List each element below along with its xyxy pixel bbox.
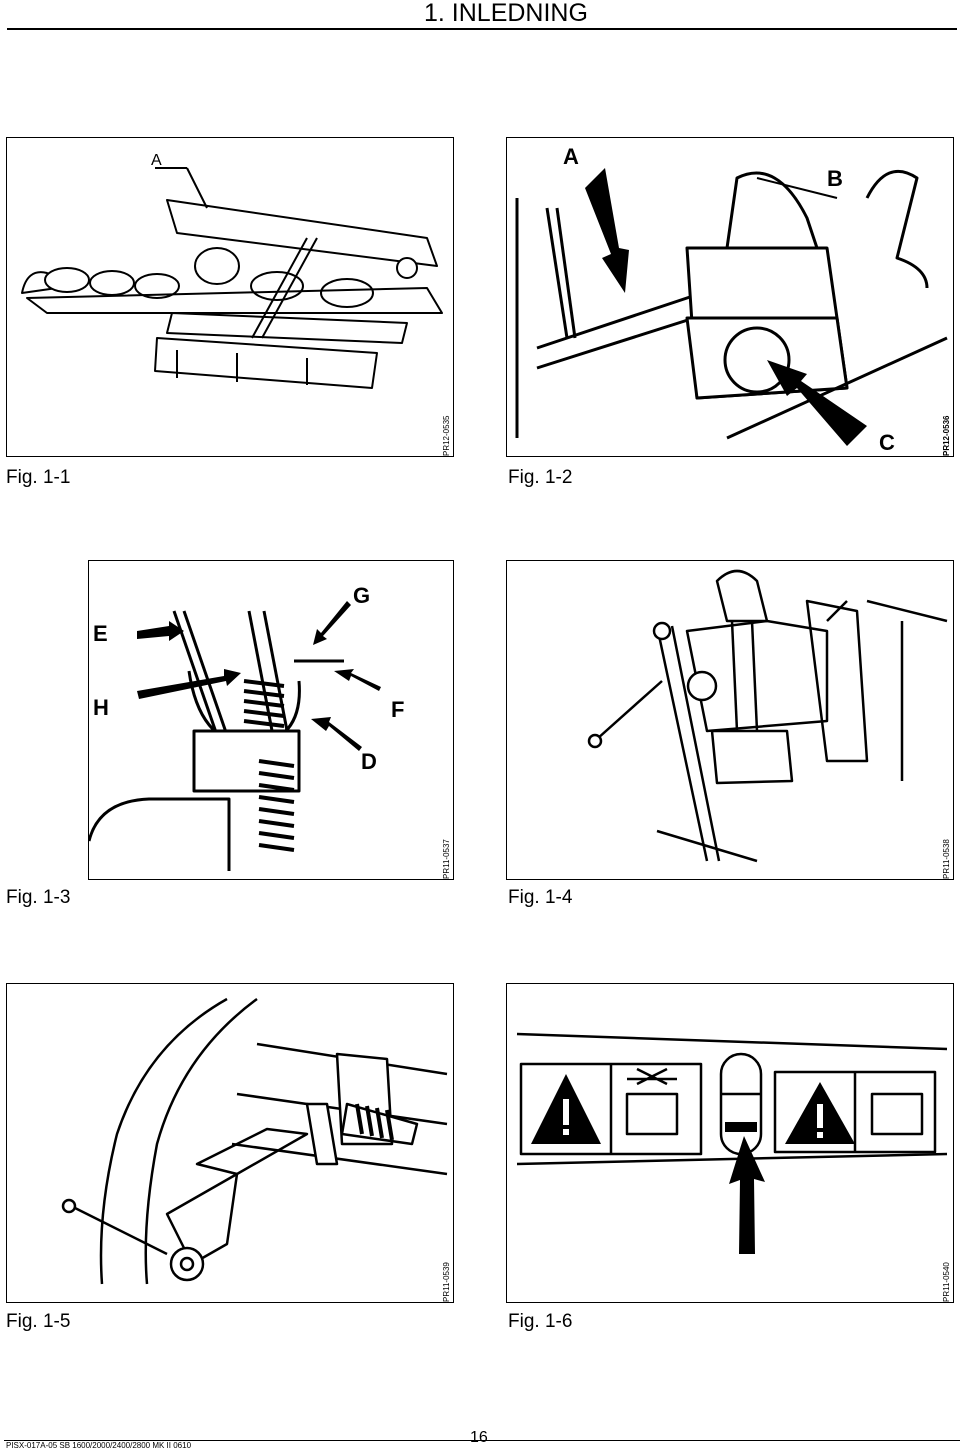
figure-1-2-label-c: C [879, 430, 895, 455]
figure-1-5: PR11-0539 [6, 983, 454, 1303]
figure-1-2: A B C PR12-0536 [506, 137, 954, 457]
figure-1-6: PR11-0540 [506, 983, 954, 1303]
figure-1-3-caption: Fig. 1-3 [6, 887, 71, 908]
figure-1-6-drawing [516, 1032, 948, 1254]
figure-1-1-drawing [21, 167, 443, 389]
figure-1-3-label-h: H [93, 695, 109, 720]
figure-1-4: PR11-0538 [506, 560, 954, 880]
figure-1-2-drawing [515, 168, 948, 446]
figure-1-4-code: PR11-0538 [942, 839, 951, 879]
figure-1-2-code: PR12-0536 [942, 415, 951, 456]
page-title: 1. INLEDNING [424, 0, 588, 27]
figure-1-1-caption: Fig. 1-1 [6, 467, 71, 488]
figure-1-3-code: PR11-0537 [442, 839, 451, 879]
figure-1-3-label-g: G [353, 583, 371, 608]
figure-1-3: E G H F D PR11-0537 [88, 560, 454, 880]
figure-1-2-label-b: B [827, 166, 843, 191]
figure-1-5-code: PR11-0539 [442, 1262, 451, 1302]
figure-1-5-drawing [61, 997, 448, 1285]
figure-1-2-label-a: A [563, 144, 579, 169]
figure-1-4-caption: Fig. 1-4 [508, 887, 573, 908]
footer-page-number: 16 [470, 1429, 488, 1446]
figure-1-3-label-f: F [391, 697, 405, 722]
header-rule [7, 28, 957, 30]
figure-1-4-drawing [587, 569, 948, 863]
footer-doc-id: PISX-017A-05 SB 1600/2000/2400/2800 MK I… [6, 1441, 192, 1450]
figure-1-1-label-a: A [151, 152, 162, 169]
figure-1-1: A PR12-0535 [6, 137, 454, 457]
figure-1-5-caption: Fig. 1-5 [6, 1311, 71, 1332]
figure-1-3-label-e: E [93, 621, 108, 646]
figure-1-6-caption: Fig. 1-6 [508, 1311, 573, 1332]
figure-1-3-drawing [89, 601, 381, 871]
figure-1-3-label-d: D [361, 749, 377, 774]
figure-1-2-caption: Fig. 1-2 [508, 467, 573, 488]
figure-1-1-code: PR12-0535 [442, 415, 451, 456]
figure-1-6-code: PR11-0540 [942, 1262, 951, 1302]
footer-rule [4, 1440, 960, 1441]
